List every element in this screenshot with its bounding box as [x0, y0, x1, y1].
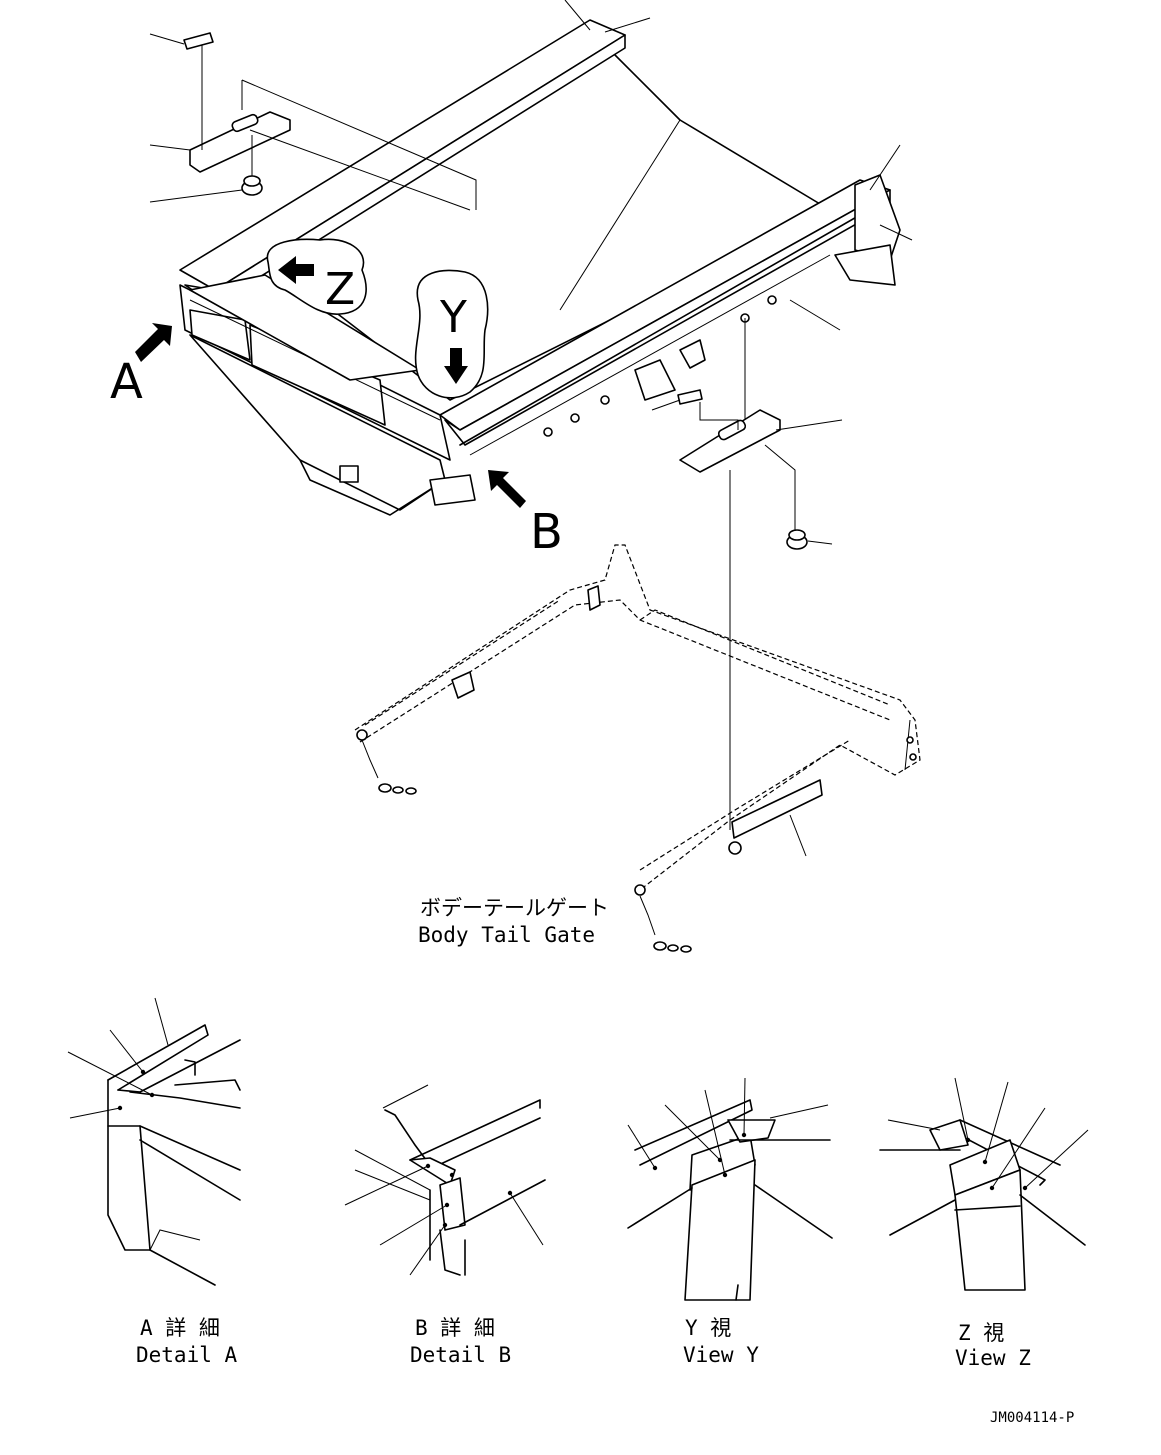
body-leaders — [564, 0, 913, 331]
detail-a — [67, 997, 241, 1286]
drawing-code: JM004114-P — [990, 1410, 1074, 1426]
detail-a-caption-jp: A 詳 細 — [140, 1316, 220, 1340]
tail-gate — [354, 544, 921, 953]
view-z-caption-jp: Z 視 — [958, 1321, 1004, 1345]
detail-b-caption-jp: B 詳 細 — [415, 1316, 495, 1340]
view-markers: A B Z Y — [110, 238, 563, 560]
marker-z: Z — [325, 264, 355, 315]
balloon-z — [266, 238, 367, 315]
view-y-caption-jp: Y 視 — [685, 1316, 731, 1340]
detail-b — [344, 1084, 546, 1276]
balloon-y — [414, 269, 489, 399]
view-z — [879, 1077, 1089, 1291]
detail-b-caption-en: Detail B — [410, 1343, 511, 1367]
tailgate-caption-jp: ボデーテールゲート — [420, 896, 609, 920]
arrow-a-icon — [135, 323, 172, 362]
marker-b: B — [530, 504, 563, 560]
marker-y: Y — [439, 292, 467, 343]
dump-body — [179, 19, 901, 516]
tailgate-caption-en: Body Tail Gate — [418, 923, 595, 947]
top-left-fittings — [149, 32, 477, 211]
right-fittings — [651, 318, 843, 830]
marker-a: A — [110, 354, 143, 410]
arrow-y-icon — [444, 348, 468, 384]
view-y — [627, 1077, 833, 1301]
view-z-caption-en: View Z — [955, 1346, 1031, 1370]
arrow-b-icon — [488, 470, 526, 508]
arrow-z-icon — [278, 256, 314, 284]
detail-a-caption-en: Detail A — [136, 1343, 238, 1367]
view-y-caption-en: View Y — [683, 1343, 759, 1367]
